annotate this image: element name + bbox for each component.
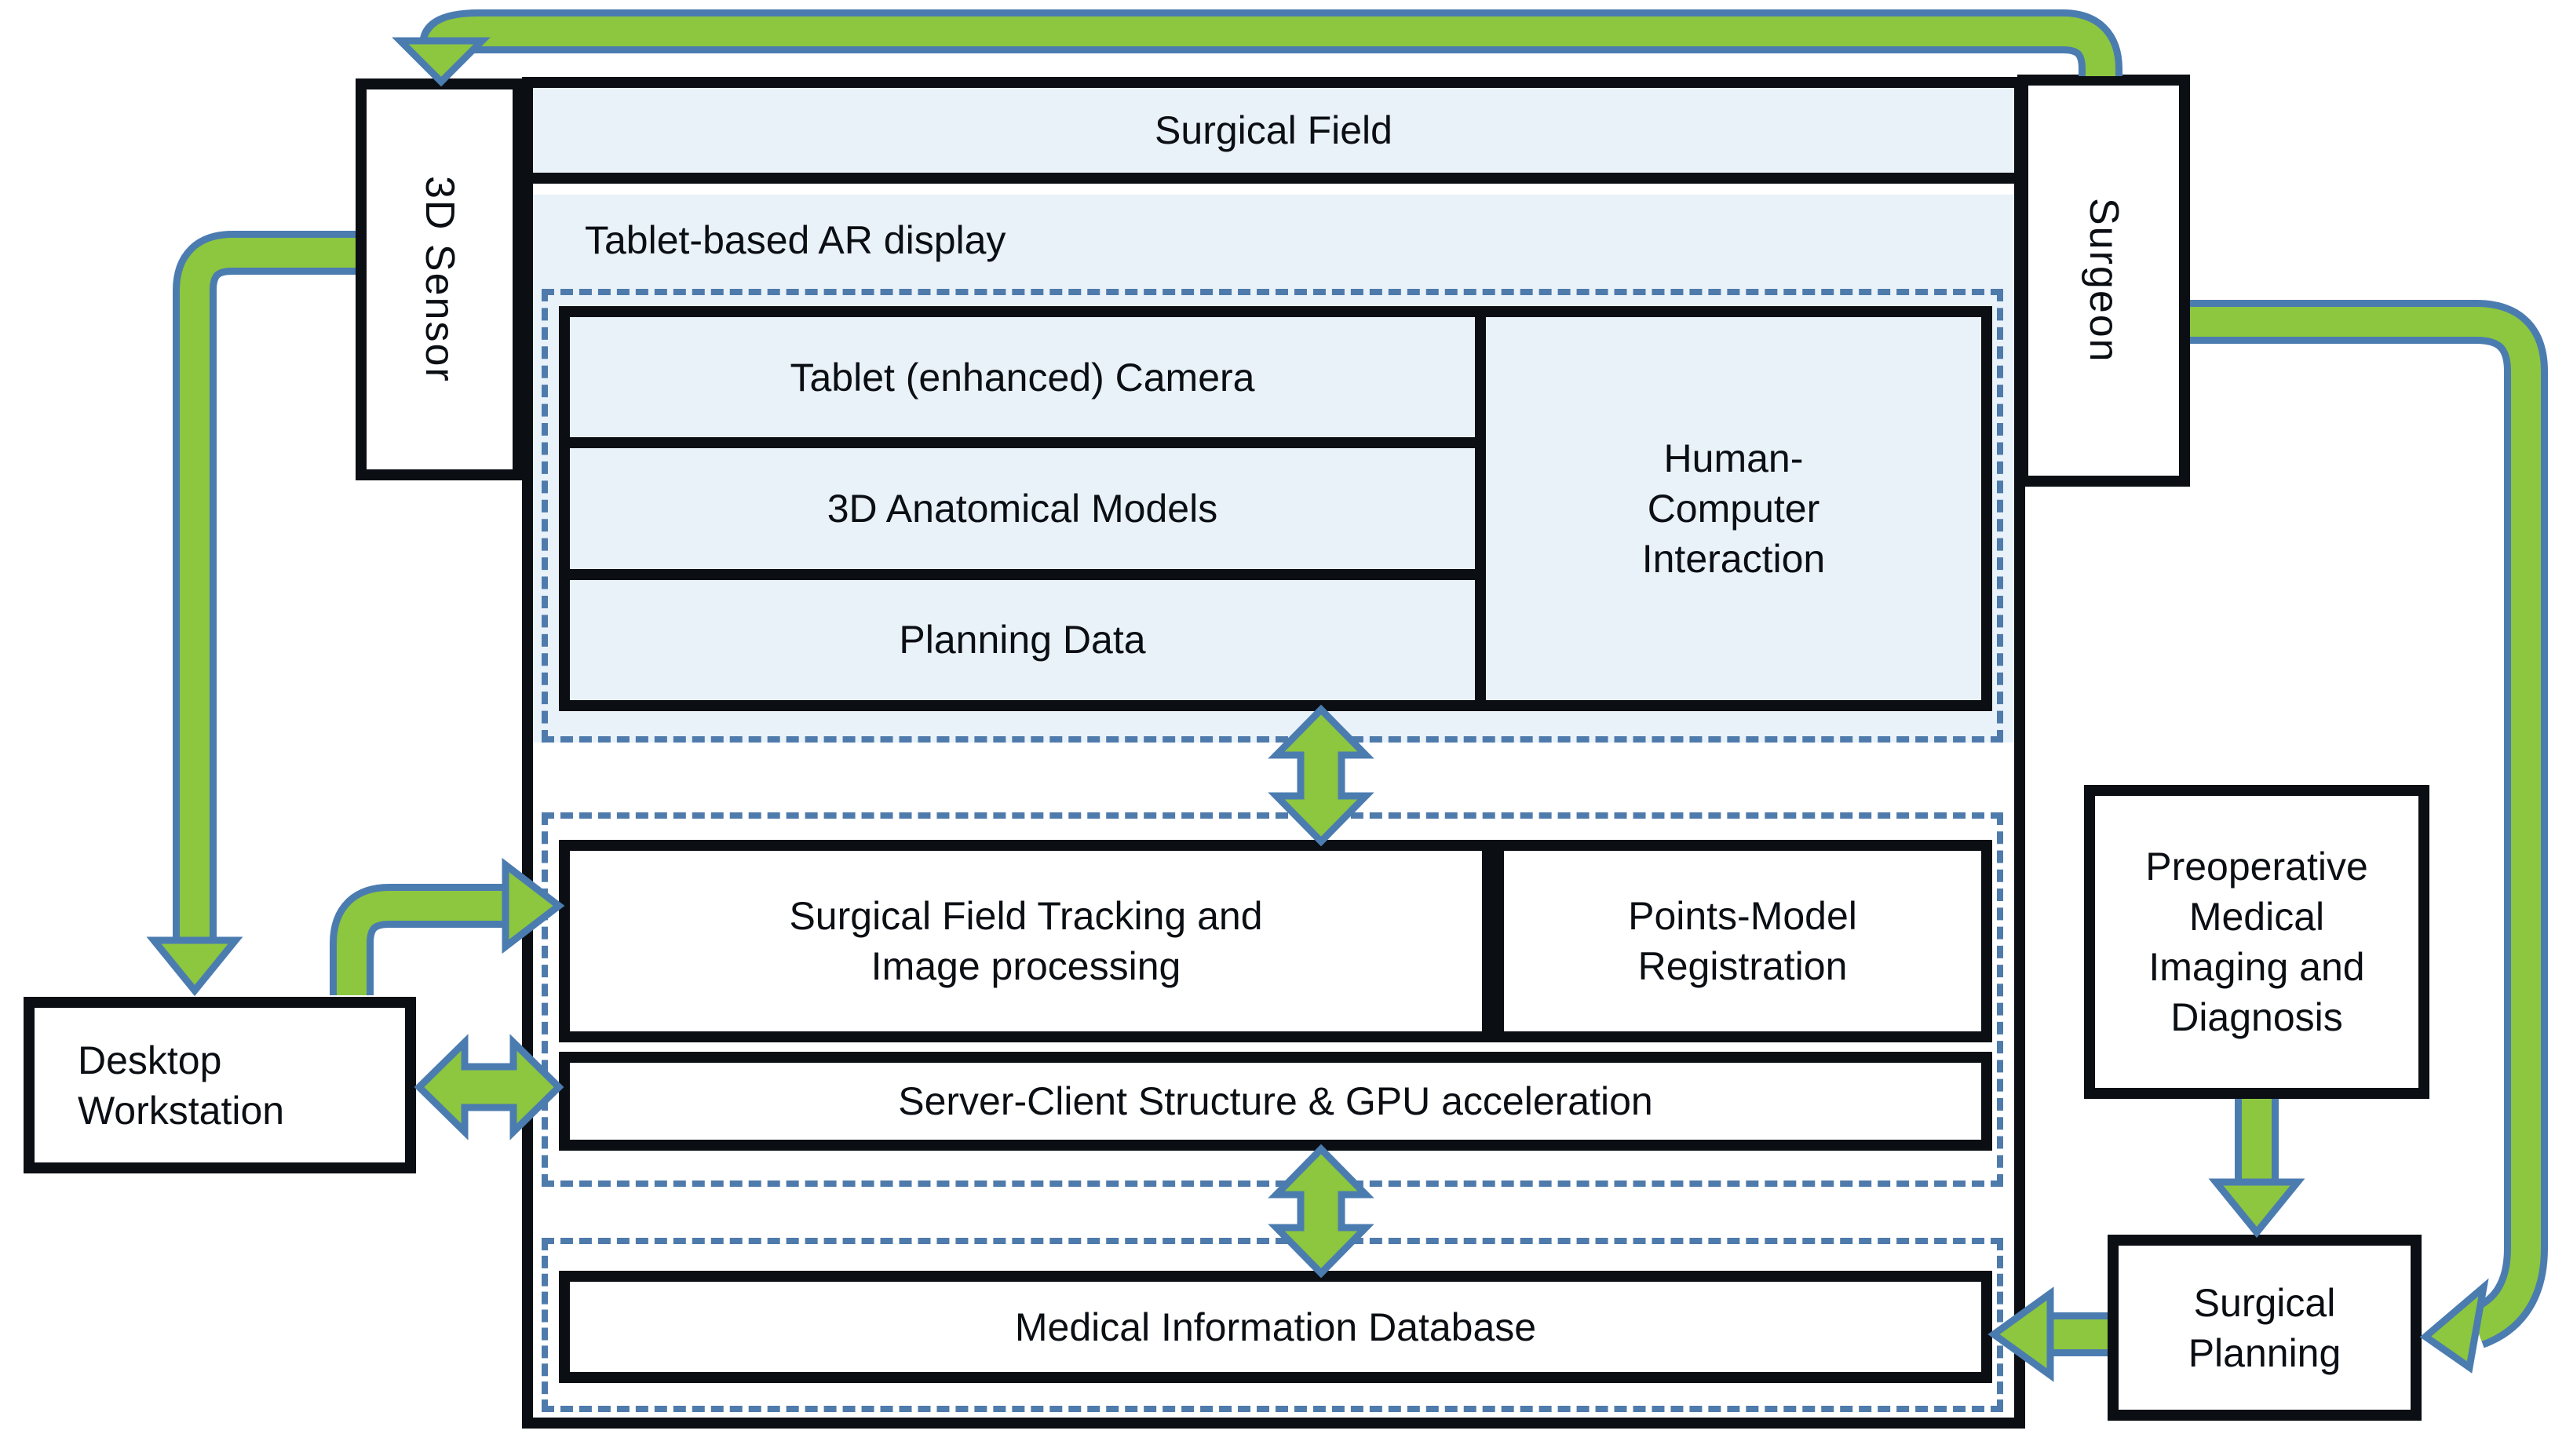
surgeon-box: Surgeon — [2017, 75, 2190, 487]
surgeon-label: Surgeon — [2081, 198, 2126, 363]
preop-imaging-box: Preoperative Medical Imaging and Diagnos… — [2084, 785, 2429, 1099]
registration-box: Points-Model Registration — [1493, 840, 1992, 1042]
anatomical-models-label: 3D Anatomical Models — [827, 486, 1218, 531]
registration-label-line2: Registration — [1637, 944, 1848, 988]
server-client-label: Server-Client Structure & GPU accelerati… — [898, 1079, 1653, 1123]
arrow-preop-to-planning — [2208, 1099, 2305, 1239]
planning-data-cell: Planning Data — [570, 579, 1475, 700]
hci-cell: Human- Computer Interaction — [1474, 317, 1981, 700]
hci-label-line3: Interaction — [1641, 537, 1826, 581]
arrow-sensor-to-workstation — [146, 231, 356, 997]
workstation-box: Desktop Workstation — [24, 997, 416, 1173]
anatomical-models-cell: 3D Anatomical Models — [570, 448, 1475, 580]
sensor-label: 3D Sensor — [417, 176, 462, 383]
tracking-label-line2: Image processing — [871, 944, 1181, 988]
tablet-components-box: Tablet (enhanced) Camera 3D Anatomical M… — [559, 306, 1992, 711]
surgical-field-label: Surgical Field — [1155, 108, 1392, 152]
hci-label-line1: Human- — [1663, 436, 1804, 480]
surgical-planning-label-line2: Planning — [2188, 1330, 2341, 1375]
workstation-label-line2: Workstation — [78, 1088, 285, 1133]
preop-label-line3: Imaging and — [2148, 945, 2365, 989]
surgical-planning-label-line1: Surgical — [2193, 1280, 2336, 1325]
ar-display-label-wrap: Tablet-based AR display — [585, 195, 1006, 286]
sensor-box: 3D Sensor — [356, 78, 524, 480]
planning-data-label: Planning Data — [899, 618, 1146, 662]
registration-label-line1: Points-Model — [1628, 894, 1857, 938]
preop-label-line4: Diagnosis — [2170, 995, 2343, 1039]
surgical-planning-box: Surgical Planning — [2108, 1235, 2422, 1421]
tracking-box: Surgical Field Tracking and Image proces… — [559, 840, 1493, 1042]
ar-display-label: Tablet-based AR display — [585, 218, 1006, 262]
surgical-field-box: Surgical Field — [533, 88, 2014, 184]
database-label: Medical Information Database — [1014, 1305, 1537, 1349]
tablet-camera-cell: Tablet (enhanced) Camera — [570, 317, 1475, 449]
hci-label-line2: Computer — [1647, 487, 1820, 531]
preop-label-line2: Medical — [2188, 895, 2325, 939]
database-box: Medical Information Database — [559, 1271, 1992, 1383]
workstation-label-line1: Desktop — [78, 1038, 222, 1082]
arrow-surgeon-to-sensor — [392, 9, 2122, 87]
tablet-components-left-column: Tablet (enhanced) Camera 3D Anatomical M… — [570, 317, 1475, 700]
tracking-label-line1: Surgical Field Tracking and — [789, 894, 1263, 938]
preop-label-line1: Preoperative — [2145, 845, 2368, 889]
server-client-box: Server-Client Structure & GPU accelerati… — [559, 1052, 1992, 1151]
tablet-camera-label: Tablet (enhanced) Camera — [790, 355, 1255, 400]
